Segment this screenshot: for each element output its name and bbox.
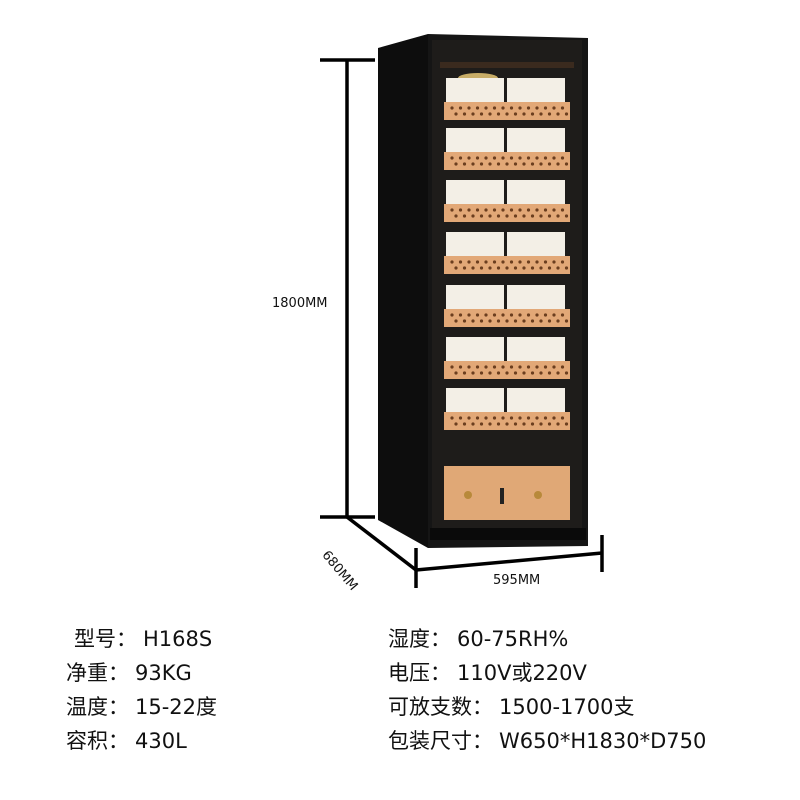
cigar-box <box>507 337 565 363</box>
cigar-cabinet <box>378 34 588 548</box>
spec-package-size: 包装尺寸：W650*H1830*D750 <box>388 729 707 753</box>
cigar-box <box>446 337 504 363</box>
shelf-tray <box>444 204 570 222</box>
spec-capacity: 容积：430L <box>66 729 187 753</box>
shelf-tray <box>444 412 570 430</box>
cigar-box <box>507 388 565 414</box>
shelf-tray <box>444 102 570 120</box>
width-label: 595MM <box>493 573 541 588</box>
cigar-box <box>446 78 504 104</box>
spec-weight: 净重：93KG <box>66 661 192 685</box>
spec-cigar-count: 可放支数：1500-1700支 <box>388 695 635 719</box>
cigar-box <box>446 232 504 258</box>
shelf-tray <box>444 256 570 274</box>
spec-temperature: 温度：15-22度 <box>66 695 218 719</box>
cigar-box <box>507 232 565 258</box>
shelf-tray <box>444 309 570 327</box>
humidor-drawer <box>444 466 570 520</box>
shelf-tray <box>444 152 570 170</box>
specs-right: 湿度：60-75RH% 电压：110V或220V 可放支数：1500-1700支… <box>388 622 706 758</box>
spec-voltage: 电压：110V或220V <box>388 661 587 685</box>
cigar-box <box>446 180 504 206</box>
spec-humidity: 湿度：60-75RH% <box>388 627 569 651</box>
cigar-box <box>507 128 565 154</box>
shelf-tray <box>444 361 570 379</box>
cigar-box <box>446 388 504 414</box>
cigar-box <box>446 285 504 311</box>
cigar-box <box>446 128 504 154</box>
height-label: 1800MM <box>272 296 328 311</box>
spec-model: 型号：H168S <box>74 627 213 651</box>
dimension-lines <box>320 58 604 588</box>
cigar-box <box>507 78 565 104</box>
cigar-box <box>507 285 565 311</box>
cigar-box <box>507 180 565 206</box>
specs-left: 型号：H168S 净重：93KG 温度：15-22度 容积：430L <box>66 622 217 758</box>
